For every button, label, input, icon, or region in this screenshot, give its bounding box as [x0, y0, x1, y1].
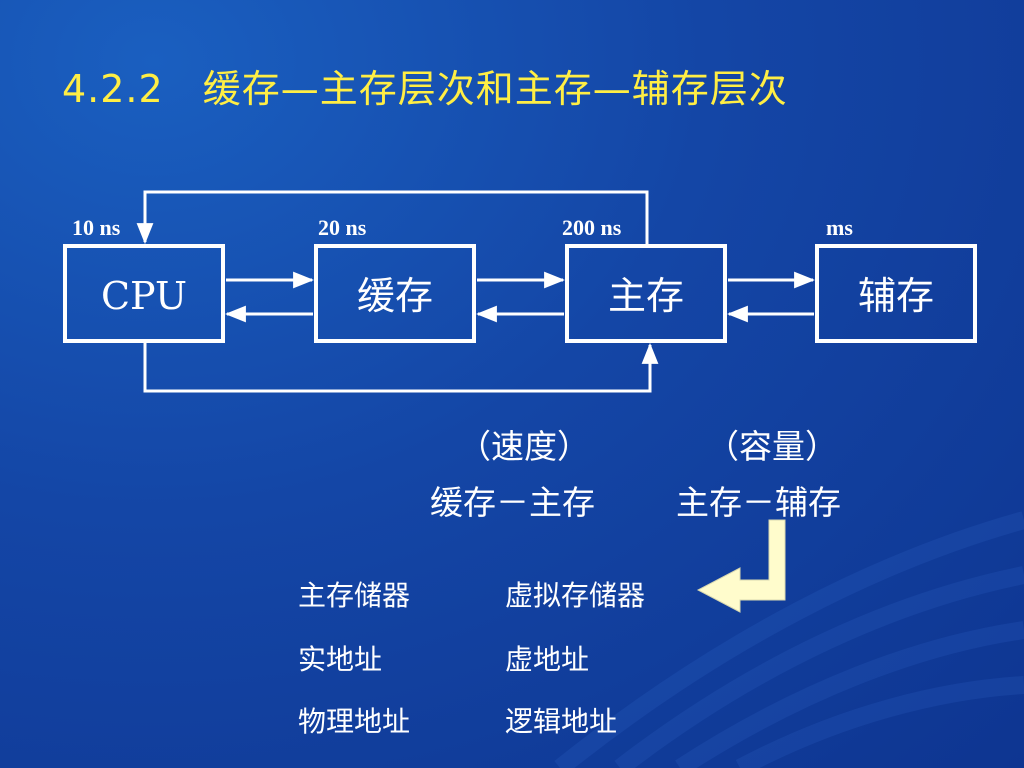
main-memory-label: 主存: [608, 274, 684, 318]
bent-arrow-icon: [696, 519, 786, 613]
main-memory-box: [565, 244, 727, 343]
aux-memory-box: [815, 244, 977, 343]
term-virtual-address: 虚地址: [505, 643, 590, 676]
cache-main-label: 缓存－主存: [430, 483, 595, 522]
cache-label: 缓存: [357, 274, 433, 318]
aux-memory-label: 辅存: [858, 274, 934, 318]
arrow-main-to-cpu-loop: [136, 190, 649, 245]
cpu-label: CPU: [101, 274, 187, 318]
cpu-latency: 10 ns: [72, 215, 121, 240]
aux-memory-latency: ms: [826, 215, 853, 240]
capacity-label: （容量）: [706, 427, 838, 466]
speed-label: （速度）: [458, 427, 590, 466]
cache-latency: 20 ns: [318, 215, 367, 240]
term-virtual-storage: 虚拟存储器: [505, 579, 646, 612]
cache-box: [314, 244, 476, 343]
cpu-box: [63, 244, 225, 343]
term-logical-address: 逻辑地址: [505, 705, 618, 738]
term-real-address: 实地址: [298, 643, 383, 676]
term-main-storage: 主存储器: [298, 579, 411, 612]
term-physical-address: 物理地址: [298, 705, 411, 738]
main-aux-label: 主存－辅存: [676, 483, 841, 522]
arrow-cpu-to-main-loop: [143, 342, 659, 393]
slide-title: 4.2.2 缓存—主存层次和主存—辅存层次: [62, 67, 788, 111]
main-memory-latency: 200 ns: [562, 215, 622, 240]
